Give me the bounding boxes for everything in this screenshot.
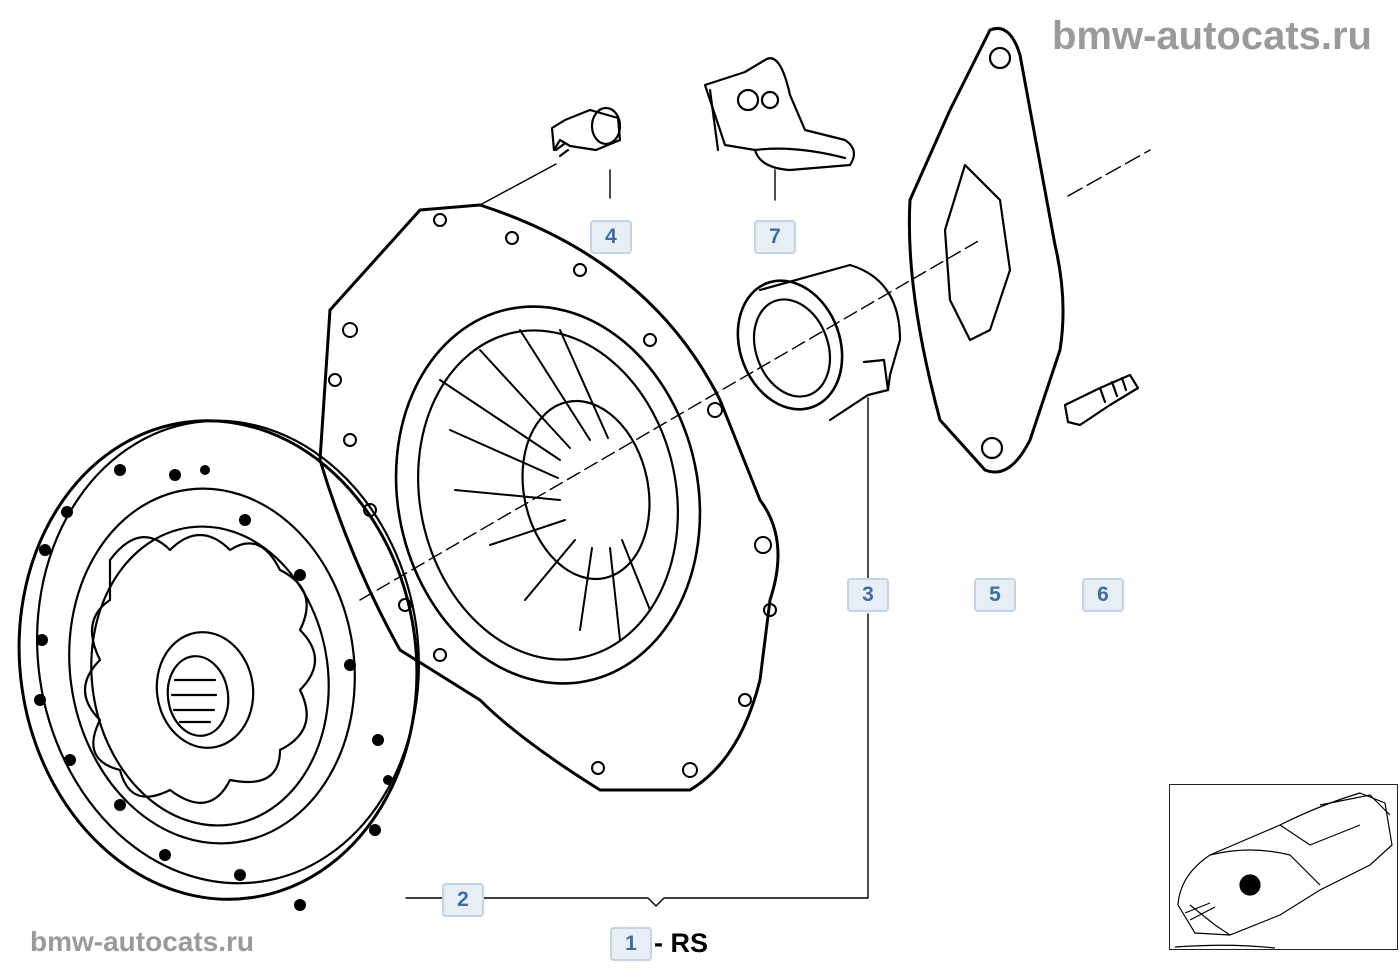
callout-6[interactable]: 6 [1082,578,1124,612]
car-outline-icon [1174,792,1393,949]
sensor-pin [1063,373,1140,427]
callout-4[interactable]: 4 [590,220,632,254]
release-bearing [736,263,902,422]
callout-3[interactable]: 3 [847,578,889,612]
clutch-disc [17,419,421,911]
callout-2[interactable]: 2 [442,883,484,917]
bolt-part [550,106,622,158]
spring-clip [703,57,856,172]
callout-7[interactable]: 7 [754,220,796,254]
axis-lines [359,149,1151,907]
vehicle-location-thumbnail [1169,784,1398,950]
kit-suffix-label: - RS [654,928,708,958]
callout-5[interactable]: 5 [974,578,1016,612]
callout-1[interactable]: 1 [610,927,652,961]
pressure-plate [318,203,780,792]
watermark-bottom: bmw-autocats.ru [30,926,255,957]
guide-plate [907,27,1065,474]
watermark-top: bmw-autocats.ru [1051,14,1372,58]
